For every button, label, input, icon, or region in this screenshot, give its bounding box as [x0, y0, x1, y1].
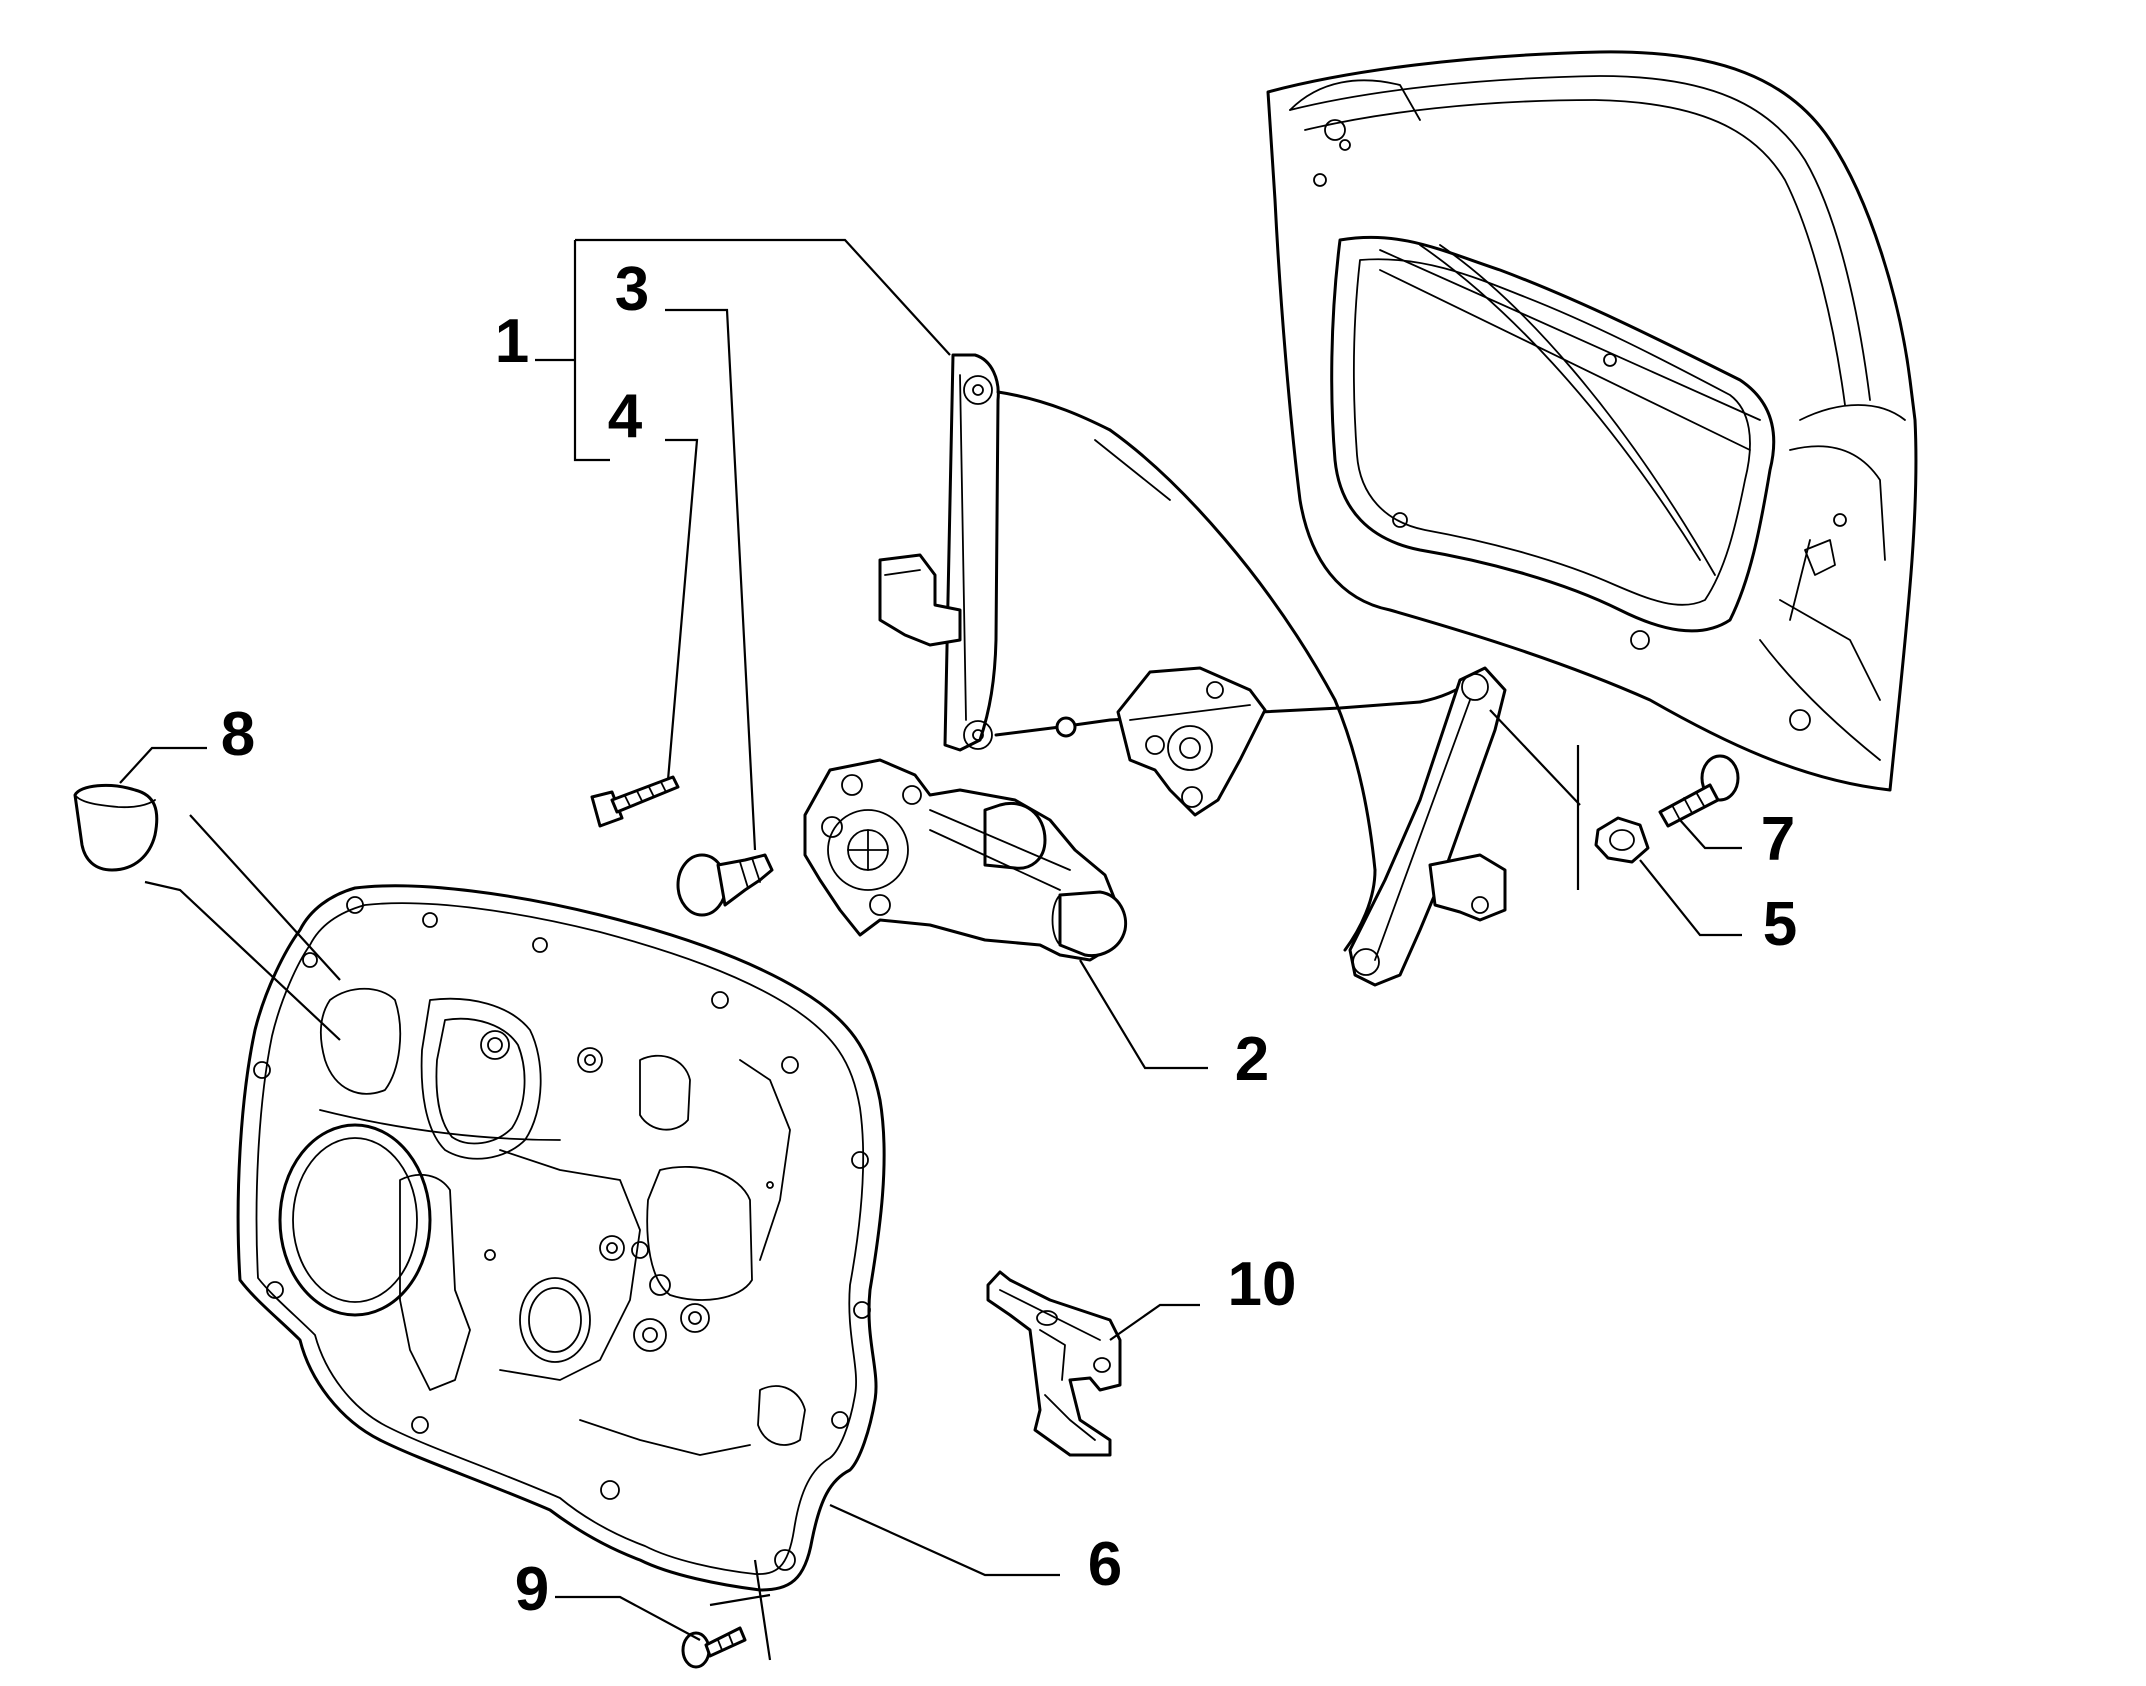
screw-9	[681, 1626, 747, 1669]
window-regulator	[878, 353, 1507, 987]
callout-9: 9	[515, 1555, 549, 1624]
push-fastener-3	[676, 853, 774, 917]
callout-5: 5	[1763, 890, 1797, 959]
door-inner-panel	[236, 884, 886, 1592]
callout-8: 8	[221, 700, 255, 769]
callout-2: 2	[1235, 1025, 1269, 1094]
leader-lines	[119, 238, 1742, 1661]
screw-4	[590, 775, 680, 828]
plug-cap-8	[73, 784, 159, 872]
callout-6: 6	[1088, 1530, 1122, 1599]
callout-10: 10	[1228, 1250, 1297, 1319]
bolt-7	[1658, 754, 1740, 828]
callout-3: 3	[615, 255, 649, 324]
regulator-motor	[803, 758, 1128, 962]
callout-1: 1	[495, 307, 529, 376]
callout-4: 4	[608, 382, 643, 451]
door-frame	[1266, 50, 1918, 792]
callout-labels: 1 2 3 4 5 6 7 8 9 10	[221, 255, 1797, 1624]
callout-7: 7	[1761, 805, 1795, 874]
nut-5	[1594, 816, 1650, 864]
bracket-10	[986, 1270, 1122, 1457]
